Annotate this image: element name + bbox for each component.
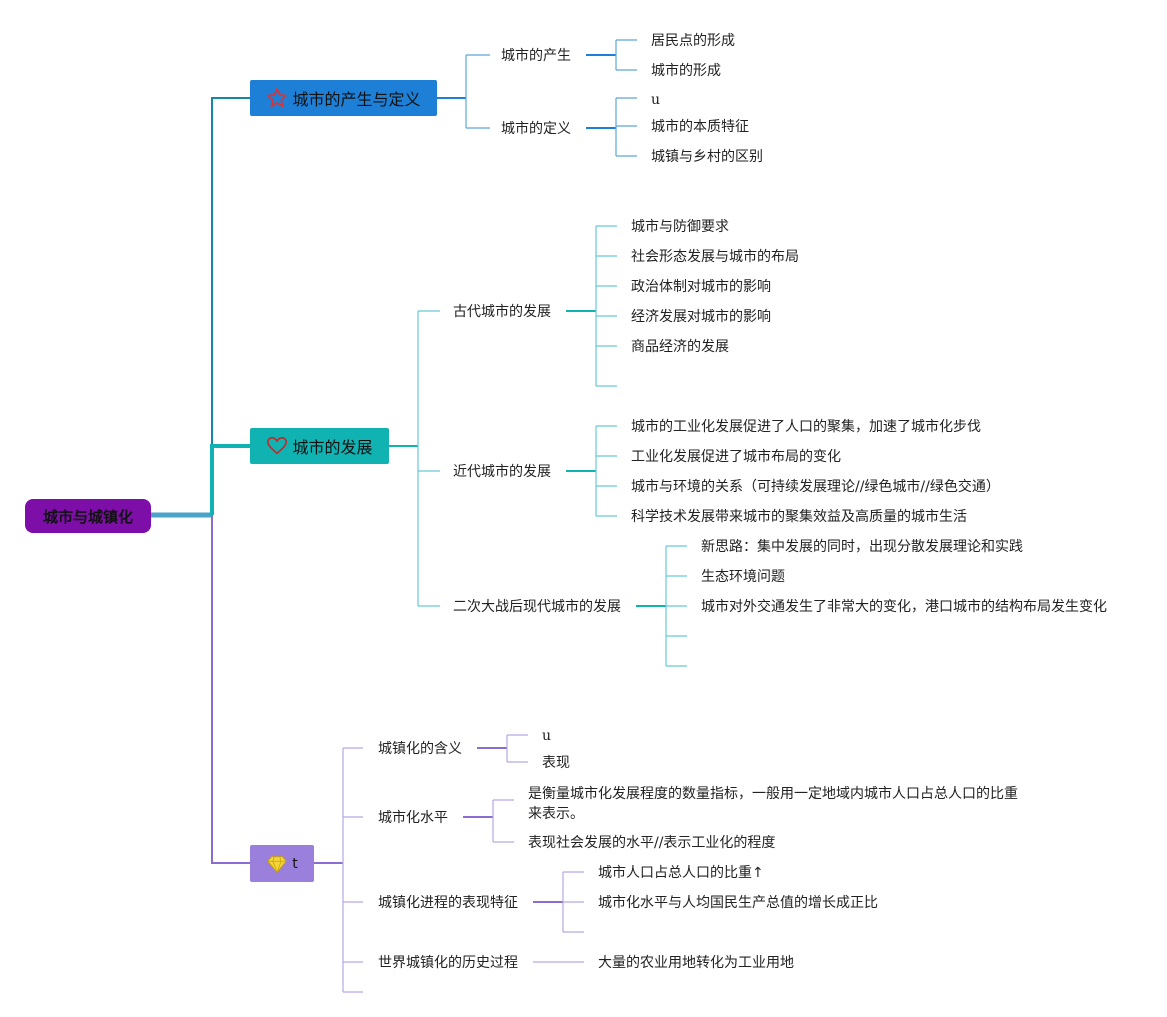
topic-postwar-cities[interactable]: 二次大战后现代城市的发展	[453, 599, 621, 615]
leaf[interactable]: 城市的工业化发展促进了人口的聚集，加速了城市化步伐	[631, 419, 981, 435]
branch-development[interactable]: 城市的发展	[250, 428, 389, 464]
leaf[interactable]: 表现社会发展的水平//表示工业化的程度	[528, 835, 776, 851]
leaf[interactable]: 商品经济的发展	[631, 339, 729, 355]
diamond-icon	[267, 855, 288, 873]
leaf[interactable]: 城市化水平与人均国民生产总值的增长成正比	[598, 895, 878, 911]
branch-urbanization[interactable]: t	[250, 845, 314, 882]
leaf[interactable]: 政治体制对城市的影响	[631, 279, 771, 295]
leaf[interactable]: 城市对外交通发生了非常大的变化，港口城市的结构布局发生变化	[701, 599, 1107, 615]
leaf[interactable]: 科学技术发展带来城市的聚集效益及高质量的城市生活	[631, 509, 967, 525]
branch-origin-definition[interactable]: 城市的产生与定义	[250, 80, 437, 116]
leaf[interactable]: 新思路：集中发展的同时，出现分散发展理论和实践	[701, 539, 1023, 555]
leaf[interactable]: 是衡量城市化发展程度的数量指标，一般用一定地域内城市人口占总人口的比重来表示。	[528, 786, 1018, 822]
connector-line	[211, 515, 250, 864]
star-icon	[267, 88, 288, 108]
topic-urbanization-meaning[interactable]: 城镇化的含义	[378, 741, 462, 757]
leaf[interactable]: u	[542, 728, 552, 744]
topic-city-origin[interactable]: 城市的产生	[501, 48, 571, 64]
topic-modern-cities[interactable]: 近代城市的发展	[453, 464, 551, 480]
root-label: 城市与城镇化	[42, 507, 133, 526]
topic-urbanization-history[interactable]: 世界城镇化的历史过程	[378, 955, 518, 971]
leaf[interactable]: 工业化发展促进了城市布局的变化	[631, 449, 841, 465]
leaf[interactable]: 表现	[542, 755, 570, 771]
topic-urbanization-features[interactable]: 城镇化进程的表现特征	[378, 895, 518, 911]
branch-label: t	[292, 855, 298, 872]
leaf[interactable]: 经济发展对城市的影响	[631, 309, 771, 325]
leaf[interactable]: u	[651, 92, 661, 108]
leaf[interactable]: 大量的农业用地转化为工业用地	[598, 955, 794, 971]
topic-ancient-cities[interactable]: 古代城市的发展	[453, 304, 551, 320]
branch-label: 城市的发展	[292, 438, 373, 457]
leaf[interactable]: 城市与环境的关系（可持续发展理论//绿色城市//绿色交通）	[631, 479, 1000, 495]
leaf[interactable]: 城镇与乡村的区别	[651, 149, 763, 165]
connector-line	[211, 97, 250, 515]
heart-icon	[267, 436, 288, 455]
leaf[interactable]: 社会形态发展与城市的布局	[631, 249, 799, 265]
leaf[interactable]: 城市人口占总人口的比重↑	[598, 865, 764, 881]
leaf[interactable]: 生态环境问题	[701, 569, 785, 585]
root-node[interactable]: 城市与城镇化	[25, 499, 151, 533]
leaf[interactable]: 居民点的形成	[651, 33, 735, 49]
branch-label: 城市的产生与定义	[292, 90, 421, 109]
topic-urbanization-level[interactable]: 城市化水平	[378, 810, 448, 826]
connector-line	[210, 444, 250, 515]
leaf[interactable]: 城市的本质特征	[651, 119, 749, 135]
leaf[interactable]: 城市与防御要求	[631, 219, 729, 235]
topic-city-definition[interactable]: 城市的定义	[501, 121, 571, 137]
leaf[interactable]: 城市的形成	[651, 63, 721, 79]
